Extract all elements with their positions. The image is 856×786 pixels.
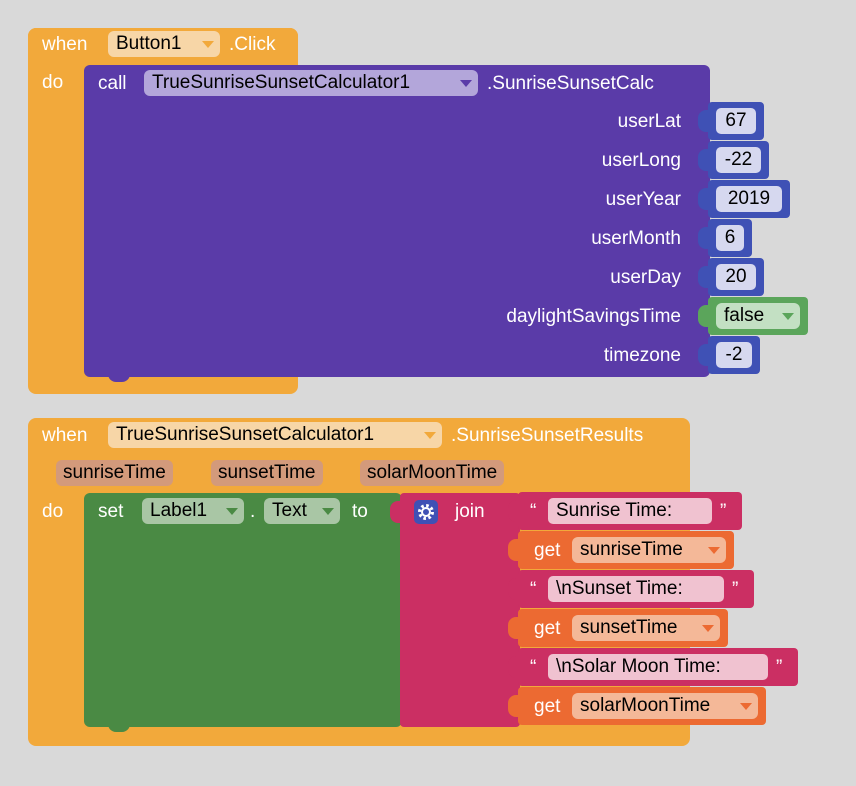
socket-notch	[698, 149, 708, 171]
method-label: .SunriseSunsetCalc	[487, 73, 654, 94]
chevron-down-icon	[226, 508, 238, 515]
chevron-down-icon	[702, 625, 714, 632]
userlat-value-field[interactable]: 67	[716, 108, 756, 134]
solarmoontime-variable-dropdown[interactable]: solarMoonTime	[572, 693, 758, 719]
socket-notch	[508, 578, 518, 600]
param-label-timezone: timezone	[603, 345, 681, 366]
close-quote: ”	[720, 501, 727, 522]
do-label: do	[42, 501, 64, 522]
sunrise-string-field[interactable]: Sunrise Time:	[548, 498, 712, 524]
to-label: to	[352, 501, 368, 522]
socket-notch	[698, 305, 708, 327]
calculator-component-dropdown[interactable]: TrueSunriseSunsetCalculator1	[144, 70, 478, 96]
dot-label: .	[250, 501, 256, 522]
timezone-value-field[interactable]: -2	[716, 342, 752, 368]
button1-component-dropdown[interactable]: Button1	[108, 31, 220, 57]
param-label-userlat: userLat	[617, 111, 681, 132]
socket-notch	[508, 695, 518, 717]
open-quote: “	[530, 657, 537, 678]
text-join-block[interactable]	[400, 493, 520, 727]
chevron-down-icon	[202, 41, 214, 48]
set-label: set	[98, 501, 124, 522]
call-label: call	[98, 73, 127, 94]
sunsettime-variable-dropdown[interactable]: sunsetTime	[572, 615, 720, 641]
get-label: get	[534, 540, 561, 561]
when-label: when	[42, 34, 88, 55]
socket-notch	[390, 501, 400, 523]
chevron-down-icon	[322, 508, 334, 515]
socket-notch	[508, 656, 518, 678]
socket-notch	[508, 539, 518, 561]
socket-notch	[698, 266, 708, 288]
get-label: get	[534, 696, 561, 717]
sunrisetime-variable-dropdown[interactable]: sunriseTime	[572, 537, 726, 563]
results-event-label: .SunriseSunsetResults	[451, 425, 644, 446]
click-event-label: .Click	[229, 34, 276, 55]
event-param-sunsettime[interactable]: sunsetTime	[211, 460, 323, 486]
chevron-down-icon	[424, 432, 436, 439]
gear-icon[interactable]	[414, 500, 438, 524]
event-param-sunrisetime[interactable]: sunriseTime	[56, 460, 173, 486]
useryear-value-field[interactable]: 2019	[716, 186, 782, 212]
socket-notch	[698, 344, 708, 366]
param-label-userlong: userLong	[601, 150, 681, 171]
join-label: join	[455, 501, 485, 522]
set-block-bottom-tab	[108, 722, 130, 732]
open-quote: “	[530, 501, 537, 522]
when-label: when	[42, 425, 88, 446]
text-property-dropdown[interactable]: Text	[264, 498, 340, 524]
socket-notch	[698, 110, 708, 132]
chevron-down-icon	[460, 80, 472, 87]
userday-value-field[interactable]: 20	[716, 264, 756, 290]
chevron-down-icon	[708, 547, 720, 554]
param-label-daylightsavingstime: daylightSavingsTime	[506, 306, 681, 327]
param-label-usermonth: userMonth	[591, 228, 681, 249]
socket-notch	[508, 617, 518, 639]
userlong-value-field[interactable]: -22	[716, 147, 761, 173]
socket-notch	[508, 500, 518, 522]
socket-notch	[698, 188, 708, 210]
chevron-down-icon	[782, 313, 794, 320]
daylightsavings-boolean-dropdown[interactable]: false	[716, 303, 800, 329]
open-quote: “	[530, 579, 537, 600]
param-label-userday: userDay	[610, 267, 681, 288]
usermonth-value-field[interactable]: 6	[716, 225, 744, 251]
event-param-solarmoontime[interactable]: solarMoonTime	[360, 460, 505, 486]
solarmoon-string-field[interactable]: \nSolar Moon Time:	[548, 654, 768, 680]
close-quote: ”	[776, 657, 783, 678]
set-label1-text-block[interactable]	[84, 493, 402, 727]
do-label: do	[42, 72, 64, 93]
calculator-event-component-dropdown[interactable]: TrueSunriseSunsetCalculator1	[108, 422, 442, 448]
close-quote: ”	[732, 579, 739, 600]
call-block-bottom-tab	[108, 372, 130, 382]
param-label-useryear: userYear	[605, 189, 681, 210]
get-label: get	[534, 618, 561, 639]
sunset-string-field[interactable]: \nSunset Time:	[548, 576, 724, 602]
label1-component-dropdown[interactable]: Label1	[142, 498, 244, 524]
socket-notch	[698, 227, 708, 249]
sunrise-sunset-calc-call-block[interactable]	[84, 65, 710, 377]
chevron-down-icon	[740, 703, 752, 710]
